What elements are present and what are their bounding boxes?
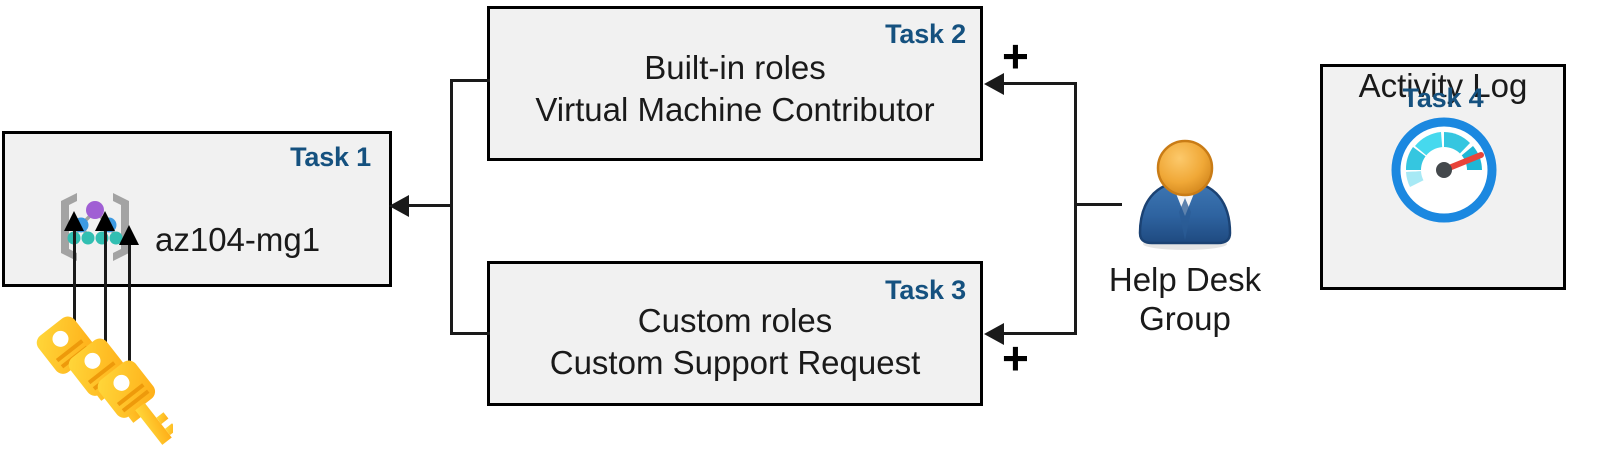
task-2-line2: Virtual Machine Contributor [535, 91, 935, 129]
connector-bracket-to-task3 [1003, 332, 1077, 335]
help-desk-line2: Group [1139, 299, 1231, 337]
key-arrowhead-1 [64, 211, 84, 231]
connector-helpdesk-stub [1074, 203, 1122, 206]
key-line-3 [128, 240, 131, 377]
task-3-line1: Custom roles [637, 302, 833, 339]
keys-icon [36, 316, 173, 445]
task-1-box[interactable]: Task 1 az104-mg1 [2, 131, 392, 287]
arrowhead-into-task1 [389, 195, 409, 217]
connector-task3-to-bracket [450, 332, 490, 335]
key-line-1 [73, 226, 76, 344]
plus-sign-top: + [1002, 30, 1029, 82]
connector-bracket-to-task2 [1003, 82, 1077, 85]
task-1-label: az104-mg1 [155, 221, 321, 258]
plus-sign-bottom: + [1002, 332, 1029, 384]
help-desk-group-label: Help Desk Group [1090, 261, 1280, 339]
key-arrowhead-2 [95, 211, 115, 231]
user-group-icon [1138, 139, 1232, 250]
key-arrowhead-3 [119, 225, 139, 245]
connector-left-bracket [450, 79, 453, 335]
help-desk-line1: Help Desk [1108, 261, 1262, 298]
task-4-label: Activity Log [1358, 67, 1528, 104]
task-4-tag: Task 4 [1402, 83, 1484, 113]
task-4-box[interactable]: Task 4 Activity Log [1320, 64, 1566, 290]
task-2-line1: Built-in roles [644, 49, 826, 86]
arrowhead-into-task2 [984, 73, 1004, 95]
connector-task2-to-bracket [450, 79, 490, 82]
gauge-icon [1391, 117, 1497, 223]
task-3-box[interactable]: Task 3 Custom roles Custom Support Reque… [487, 261, 983, 406]
arrowhead-into-task3 [984, 323, 1004, 345]
task-1-tag: Task 1 [290, 142, 371, 172]
task-3-line2: Custom Support Request [549, 344, 921, 382]
task-2-text: Built-in roles Virtual Machine Contribut… [490, 47, 980, 131]
task-2-tag: Task 2 [885, 19, 966, 49]
task-2-box[interactable]: Task 2 Built-in roles Virtual Machine Co… [487, 6, 983, 161]
connector-right-bracket [1074, 82, 1077, 334]
key-line-2 [104, 226, 107, 361]
task-3-text: Custom roles Custom Support Request [490, 300, 980, 384]
help-desk-group[interactable]: Help Desk Group [1090, 138, 1280, 339]
task-3-tag: Task 3 [885, 275, 966, 305]
connector-bracket-to-task1 [408, 204, 453, 207]
